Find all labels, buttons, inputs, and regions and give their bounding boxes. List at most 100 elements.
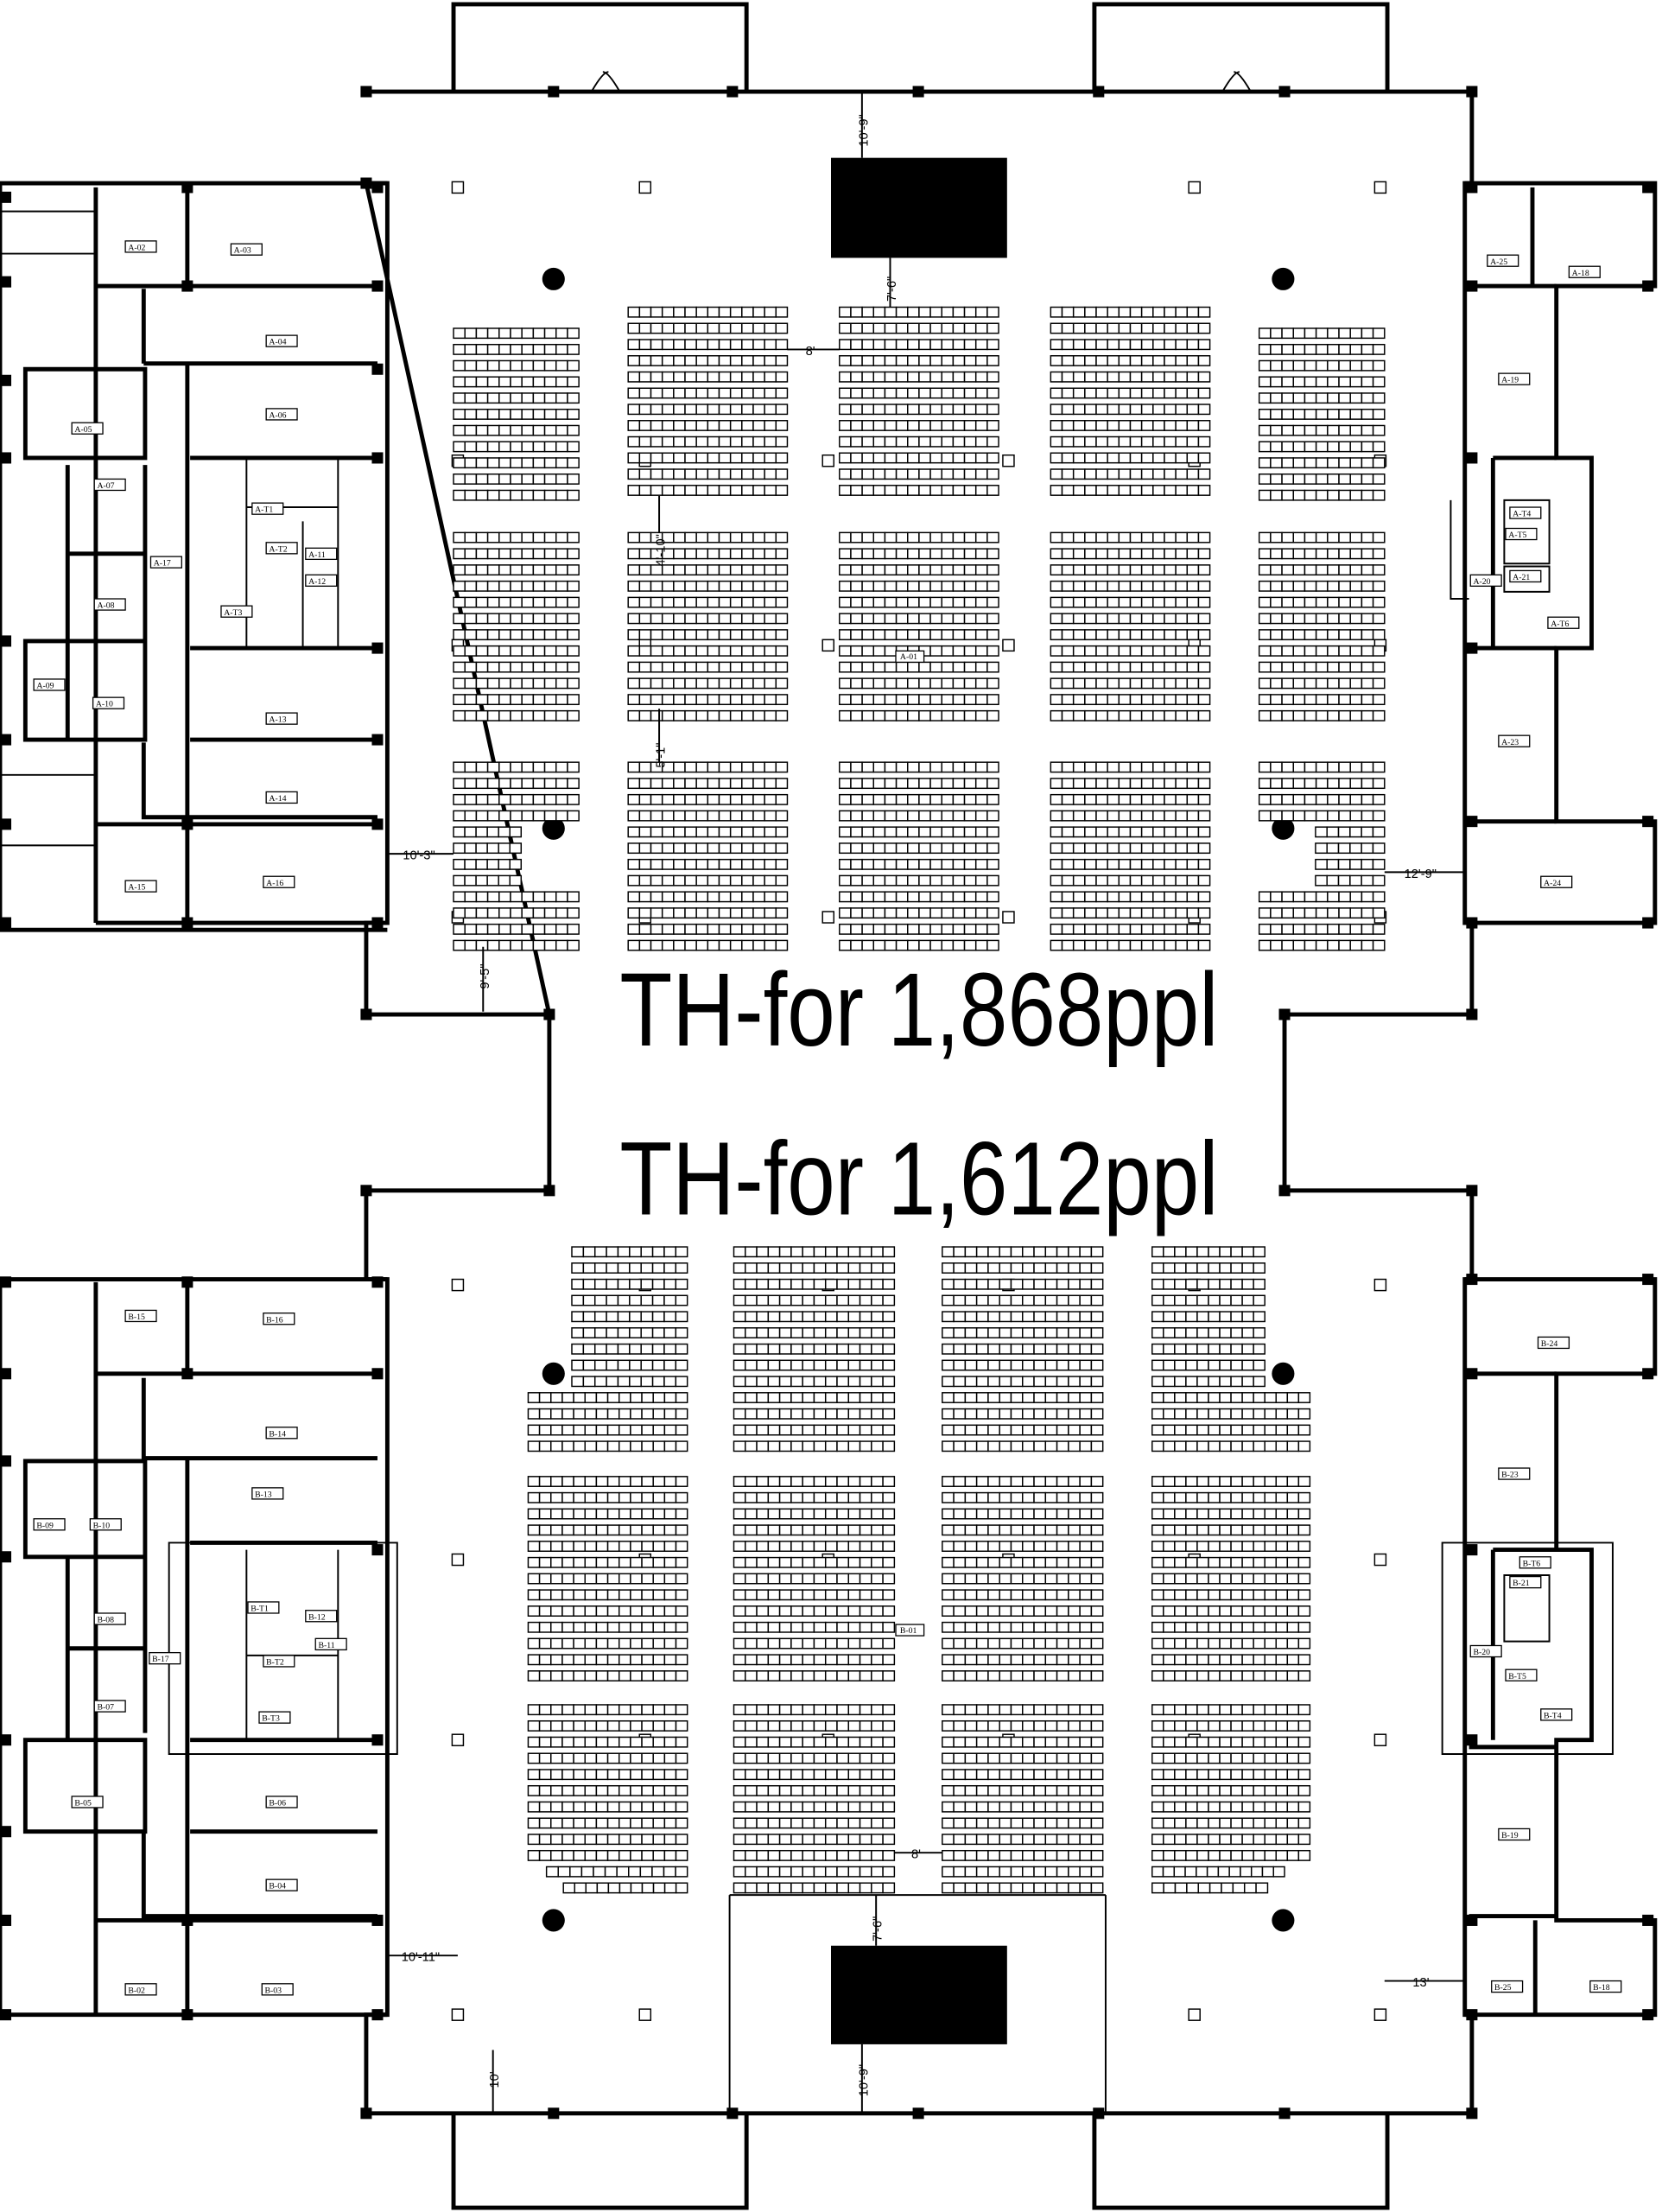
seat-row	[839, 564, 999, 576]
seat	[1164, 874, 1177, 887]
room-label-text: B-T6	[1523, 1559, 1541, 1568]
seat	[641, 1801, 654, 1813]
seat	[1107, 677, 1120, 690]
seat	[718, 404, 732, 416]
seat	[1061, 371, 1075, 383]
seat	[1095, 531, 1108, 543]
seat	[745, 1621, 758, 1633]
seat	[638, 694, 652, 706]
wall-pier	[0, 1914, 12, 1926]
seat	[813, 1359, 827, 1371]
seat	[1196, 1637, 1209, 1649]
seat	[942, 1508, 955, 1520]
seat-row	[453, 629, 580, 641]
seat-row	[527, 1392, 688, 1403]
seat	[1219, 1621, 1232, 1633]
seat	[582, 1359, 596, 1371]
seat	[1174, 1246, 1187, 1258]
seat	[695, 435, 709, 448]
seat	[1090, 1311, 1104, 1323]
seat	[718, 709, 732, 721]
seat	[884, 826, 898, 838]
seat	[453, 858, 466, 870]
seat	[521, 810, 535, 822]
seat	[684, 645, 697, 657]
seat	[527, 1849, 541, 1861]
seat	[567, 661, 580, 673]
seat	[1196, 1817, 1209, 1829]
seat	[836, 1882, 849, 1894]
seat	[1292, 677, 1306, 690]
seat	[1361, 580, 1374, 592]
seat-row	[942, 1262, 1104, 1274]
seat	[606, 1621, 620, 1633]
wall-pier	[371, 734, 384, 746]
seat	[1056, 1589, 1069, 1601]
seat	[756, 1670, 770, 1681]
seat-row	[1050, 810, 1211, 822]
wall-pier	[1278, 1185, 1291, 1197]
seat	[1107, 810, 1120, 822]
seat-row	[942, 1278, 1104, 1290]
seat	[521, 907, 535, 919]
seat	[555, 645, 568, 657]
seat	[975, 1541, 989, 1552]
seat	[1208, 1621, 1221, 1633]
seat	[1315, 441, 1329, 453]
seat	[651, 1376, 665, 1388]
seat	[1253, 1508, 1266, 1520]
seat	[871, 1294, 884, 1306]
seat	[1372, 629, 1386, 641]
seat	[1090, 1654, 1104, 1666]
seat	[707, 858, 720, 870]
seat	[767, 1589, 781, 1601]
seat	[1270, 441, 1283, 453]
seat	[1175, 923, 1189, 935]
seat	[847, 1801, 861, 1813]
seat	[638, 339, 652, 351]
seat	[1033, 1849, 1047, 1861]
seat	[999, 1294, 1012, 1306]
seat	[627, 306, 641, 318]
seat	[861, 761, 874, 773]
seat	[1264, 1408, 1277, 1420]
seat	[555, 677, 568, 690]
seat	[1186, 404, 1200, 416]
seat	[975, 1524, 989, 1536]
seat	[1164, 778, 1177, 790]
seat	[1175, 306, 1189, 318]
seat	[567, 564, 580, 576]
seat	[707, 891, 720, 903]
seat	[1022, 1670, 1035, 1681]
seat	[1033, 1262, 1047, 1274]
seat	[527, 1408, 541, 1420]
seat	[839, 907, 852, 919]
seat	[942, 1541, 955, 1552]
seat	[627, 810, 641, 822]
seat	[1219, 1246, 1232, 1258]
seat	[1151, 1834, 1164, 1846]
seat	[907, 613, 920, 625]
seat	[651, 1866, 665, 1878]
seat	[1072, 874, 1086, 887]
seat	[847, 1524, 861, 1536]
seat	[929, 339, 942, 351]
seat	[1129, 306, 1143, 318]
seat-row	[1151, 1589, 1311, 1601]
seat	[1072, 761, 1086, 773]
seat	[733, 1670, 746, 1681]
seat	[1258, 408, 1272, 420]
seat	[1174, 1670, 1187, 1681]
seat	[790, 1866, 803, 1878]
room-label: A-09	[33, 678, 66, 691]
seat	[850, 322, 863, 334]
seat	[882, 1246, 896, 1258]
seat	[1197, 629, 1211, 641]
seat-row	[453, 709, 580, 721]
seat	[871, 1637, 884, 1649]
seat-row	[733, 1424, 896, 1436]
seat	[824, 1752, 838, 1764]
seat	[638, 355, 652, 366]
seat	[987, 1491, 1000, 1503]
seat	[718, 435, 732, 448]
